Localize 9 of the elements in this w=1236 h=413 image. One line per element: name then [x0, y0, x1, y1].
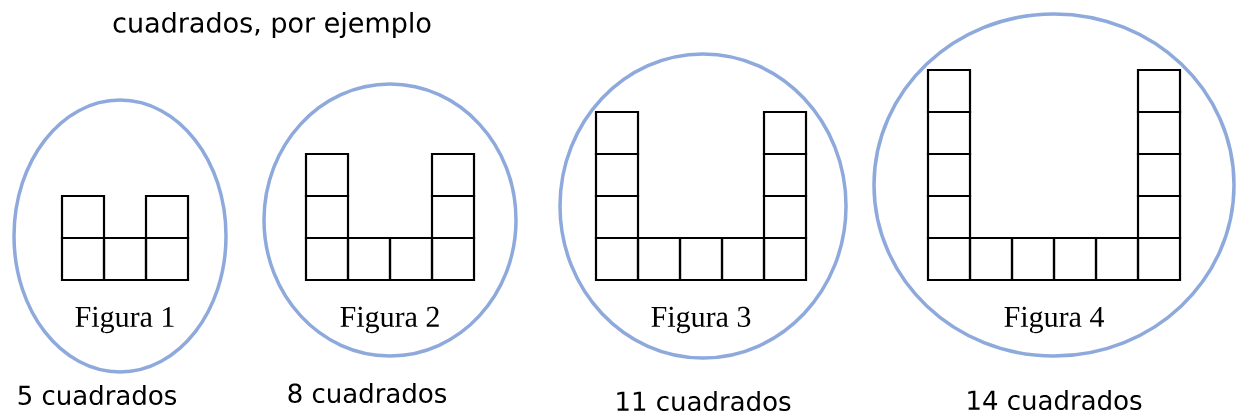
count-label: 14 cuadrados [968, 389, 1142, 411]
count-label: 5 cuadrados [18, 384, 177, 406]
figure-label: Figura 4 [1004, 306, 1104, 334]
count-label: 8 cuadrados [288, 382, 447, 404]
figure-label: Figura 3 [651, 306, 751, 334]
figure-label: Figura 2 [340, 306, 439, 334]
caption-text: cuadrados, por ejemplo [113, 11, 431, 39]
count-label: 11 cuadrados [617, 390, 791, 412]
figure-label: Figura 1 [75, 306, 174, 334]
